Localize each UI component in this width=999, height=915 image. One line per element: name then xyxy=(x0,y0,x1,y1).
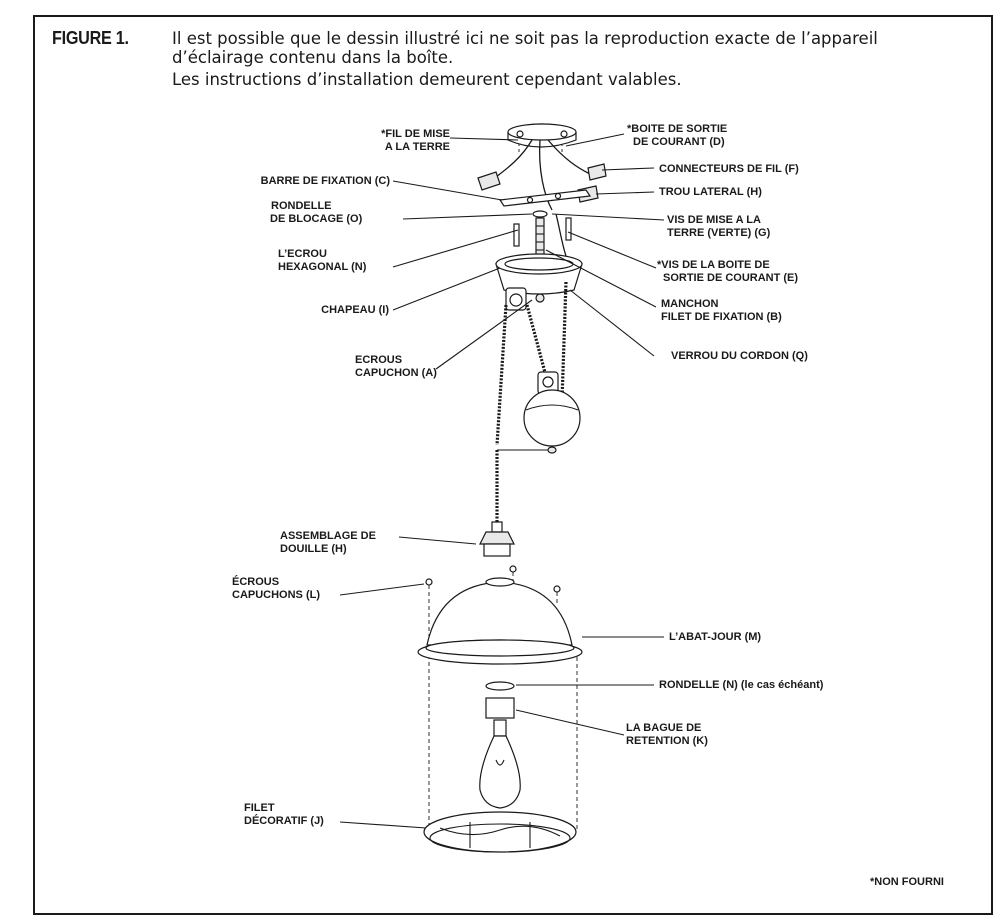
label-wire-connectors: CONNECTEURS DE FIL (F) xyxy=(659,163,799,175)
label-hex-nut: L’ECROU HEXAGONAL (N) xyxy=(278,248,366,274)
chain xyxy=(495,304,508,446)
label-line: *FIL DE MISE xyxy=(381,128,450,140)
label-line: HEXAGONAL (N) xyxy=(278,261,367,273)
label-washer: RONDELLE (N) (le cas échéant) xyxy=(659,679,824,691)
intro-line-1: Il est possible que le dessin illustré i… xyxy=(172,29,878,48)
decorative-net xyxy=(423,811,577,853)
chain xyxy=(560,281,568,401)
label-socket-assembly: ASSEMBLAGE DE DOUILLE (H) xyxy=(280,530,376,556)
label-line: MANCHON xyxy=(661,298,719,310)
label-line: CAPUCHONS (L) xyxy=(232,589,320,601)
label-lock-washer: RONDELLE DE BLOCAGE (O) xyxy=(270,200,401,226)
label-box-screw: *VIS DE LA BOITE DE SORTIE DE COURANT (E… xyxy=(657,259,798,285)
socket-assembly xyxy=(479,521,515,557)
label-line: TERRE (VERTE) (G) xyxy=(667,227,771,239)
counterweight xyxy=(497,371,581,454)
cap-nut xyxy=(553,585,561,593)
label-line: VIS DE MISE A LA xyxy=(667,214,761,226)
label-line: FILET DE FIXATION (B) xyxy=(661,311,782,323)
label-line: SORTIE DE COURANT (E) xyxy=(663,272,799,284)
label-ground-screw: VIS DE MISE A LA TERRE (VERTE) (G) xyxy=(667,214,770,240)
washer xyxy=(485,681,515,691)
label-ground-wire: *FIL DE MISE A LA TERRE xyxy=(360,128,450,154)
leader-lines xyxy=(339,133,665,829)
label-line: ASSEMBLAGE DE xyxy=(280,530,376,542)
wire xyxy=(547,139,591,175)
label-threaded-pipe: MANCHON FILET DE FIXATION (B) xyxy=(661,298,782,324)
box-screw xyxy=(513,223,520,247)
label-canopy: CHAPEAU (I) xyxy=(321,304,389,316)
chain xyxy=(525,304,549,381)
shade xyxy=(417,577,583,665)
label-cord-lock: VERROU DU CORDON (Q) xyxy=(671,350,808,362)
label-retaining-ring: LA BAGUE DE RETENTION (K) xyxy=(626,722,708,748)
label-mounting-bar: BARRE DE FIXATION (C) xyxy=(260,175,390,187)
box-screw xyxy=(565,217,572,241)
lock-washer xyxy=(532,210,548,218)
threaded-pipe xyxy=(535,217,545,259)
label-line: LA BAGUE DE xyxy=(626,722,702,734)
retaining-ring xyxy=(485,697,515,719)
figure-label: FIGURE 1. xyxy=(52,28,129,48)
label-line: ÉCROUS xyxy=(232,576,280,588)
wire xyxy=(538,139,553,211)
canopy xyxy=(495,253,583,295)
label-decorative-net: FILET DÉCORATIF (J) xyxy=(244,802,324,828)
label-not-supplied: *NON FOURNI xyxy=(870,876,944,888)
label-outlet-box: *BOITE DE SORTIE DE COURANT (D) xyxy=(627,123,727,149)
cap-nut xyxy=(425,578,433,586)
label-line: DE BLOCAGE (O) xyxy=(270,213,363,225)
label-shade: L’ABAT-JOUR (M) xyxy=(669,631,762,643)
intro-line-2: d’éclairage contenu dans la boîte. xyxy=(172,48,454,67)
outlet-box xyxy=(507,123,577,148)
label-line: DE COURANT (D) xyxy=(633,136,725,148)
cap-nut xyxy=(535,293,545,303)
ground-wire xyxy=(555,213,567,257)
label-line: FILET xyxy=(244,802,275,814)
label-line: RONDELLE xyxy=(271,200,332,212)
bulb xyxy=(479,719,521,809)
label-line: A LA TERRE xyxy=(384,141,450,153)
label-line: CAPUCHON (A) xyxy=(355,367,437,379)
mounting-bar xyxy=(498,189,592,207)
label-line: L’ECROU xyxy=(278,248,327,260)
label-line: DÉCORATIF (J) xyxy=(244,815,324,827)
pulley xyxy=(505,287,527,311)
label-line: ECROUS xyxy=(355,354,403,366)
label-line: RETENTION (K) xyxy=(626,735,708,747)
cap-nut xyxy=(509,565,517,573)
intro-line-3: Les instructions d’installation demeuren… xyxy=(172,70,682,89)
label-line: *VIS DE LA BOITE DE xyxy=(657,259,770,271)
label-cap-nuts-l: ÉCROUS CAPUCHONS (L) xyxy=(232,576,320,602)
label-cap-nuts-a: ECROUS CAPUCHON (A) xyxy=(355,354,437,380)
label-line: DOUILLE (H) xyxy=(280,543,347,555)
label-line: *BOITE DE SORTIE xyxy=(627,123,728,135)
label-side-hole: TROU LATERAL (H) xyxy=(659,186,762,198)
